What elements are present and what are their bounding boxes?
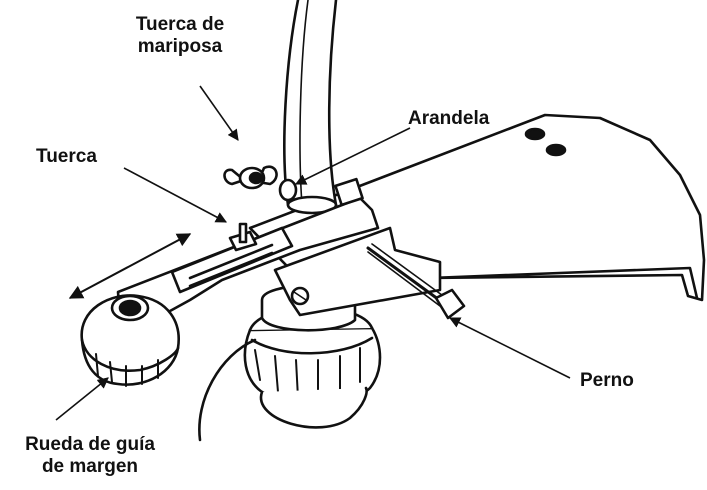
trimmer-line <box>198 338 257 442</box>
label-bolt: Perno <box>580 370 634 391</box>
bolt-part <box>366 243 466 320</box>
trimmer-head <box>243 284 382 429</box>
mounting-bracket <box>273 226 442 317</box>
label-wing-nut-line-2: mariposa <box>137 36 223 57</box>
callout-arrow-bolt <box>448 317 571 379</box>
adjustment-range-arrow <box>68 233 192 299</box>
nut-part <box>228 222 258 252</box>
callout-arrow-wheel <box>55 377 109 421</box>
callout-arrow-washer <box>294 127 411 185</box>
label-wing-nut-line-1: Tuerca de <box>135 14 225 35</box>
washer-part <box>278 178 298 202</box>
wing-nut-part <box>223 165 278 190</box>
label-nut: Tuerca <box>36 146 97 167</box>
callout-arrow-nut <box>123 167 227 223</box>
label-edge-guide-wheel: Rueda de guía de margen <box>0 434 180 478</box>
shaft-tube <box>283 0 338 215</box>
label-edge-guide-wheel-line-1: Rueda de guía <box>25 434 155 455</box>
label-washer: Arandela <box>408 108 490 129</box>
edge-guide-wheel <box>80 294 180 387</box>
label-edge-guide-wheel-line-2: de margen <box>41 456 139 477</box>
callout-arrow-wing-nut <box>199 85 239 141</box>
label-wing-nut: Tuerca de mariposa <box>100 14 260 58</box>
